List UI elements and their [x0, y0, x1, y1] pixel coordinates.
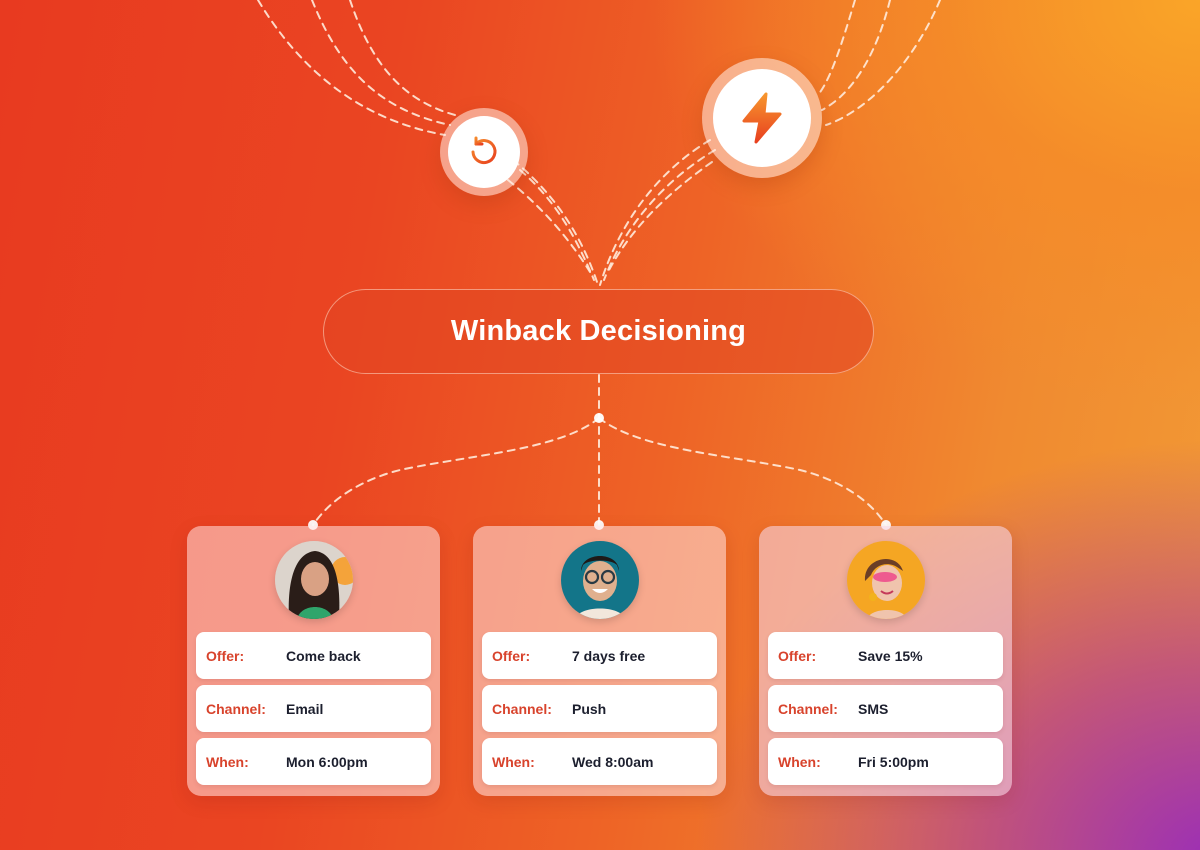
- when-row: When: Fri 5:00pm: [768, 738, 1003, 785]
- when-label: When:: [206, 753, 249, 770]
- channel-value: Push: [572, 700, 607, 717]
- avatar: [846, 541, 925, 619]
- decision-title: Winback Decisioning: [450, 315, 747, 347]
- lightning-bolt-icon: [742, 92, 782, 144]
- when-value: Fri 5:00pm: [858, 753, 929, 770]
- customer-card[interactable]: Offer: Come back Channel: Email When: Mo…: [187, 526, 440, 796]
- lightning-node-inner: [713, 69, 811, 167]
- channel-row: Channel: Email: [196, 685, 431, 732]
- avatar: [560, 541, 639, 619]
- decision-node[interactable]: Winback Decisioning: [323, 289, 874, 374]
- channel-value: SMS: [858, 700, 889, 717]
- channel-value: Email: [286, 700, 324, 717]
- channel-label: Channel:: [492, 700, 552, 717]
- when-row: When: Mon 6:00pm: [196, 738, 431, 785]
- undo-trigger-node[interactable]: [440, 108, 528, 196]
- offer-row: Offer: 7 days free: [482, 632, 717, 679]
- when-label: When:: [778, 753, 821, 770]
- when-row: When: Wed 8:00am: [482, 738, 717, 785]
- undo-node-inner: [448, 116, 520, 188]
- offer-value: 7 days free: [572, 647, 646, 664]
- when-value: Wed 8:00am: [572, 753, 654, 770]
- channel-label: Channel:: [206, 700, 266, 717]
- offer-row: Offer: Come back: [196, 632, 431, 679]
- lightning-trigger-node[interactable]: [702, 58, 822, 178]
- offer-value: Save 15%: [858, 647, 923, 664]
- offer-label: Offer:: [778, 647, 817, 664]
- customer-card[interactable]: Offer: 7 days free Channel: Push When: W…: [473, 526, 726, 796]
- channel-label: Channel:: [778, 700, 838, 717]
- channel-row: Channel: Push: [482, 685, 717, 732]
- when-value: Mon 6:00pm: [286, 753, 368, 770]
- customer-card[interactable]: Offer: Save 15% Channel: SMS When: Fri 5…: [759, 526, 1012, 796]
- offer-row: Offer: Save 15%: [768, 632, 1003, 679]
- offer-value: Come back: [286, 647, 361, 664]
- offer-label: Offer:: [492, 647, 531, 664]
- offer-label: Offer:: [206, 647, 245, 664]
- when-label: When:: [492, 753, 535, 770]
- avatar: [274, 541, 353, 619]
- undo-icon: [471, 136, 497, 165]
- channel-row: Channel: SMS: [768, 685, 1003, 732]
